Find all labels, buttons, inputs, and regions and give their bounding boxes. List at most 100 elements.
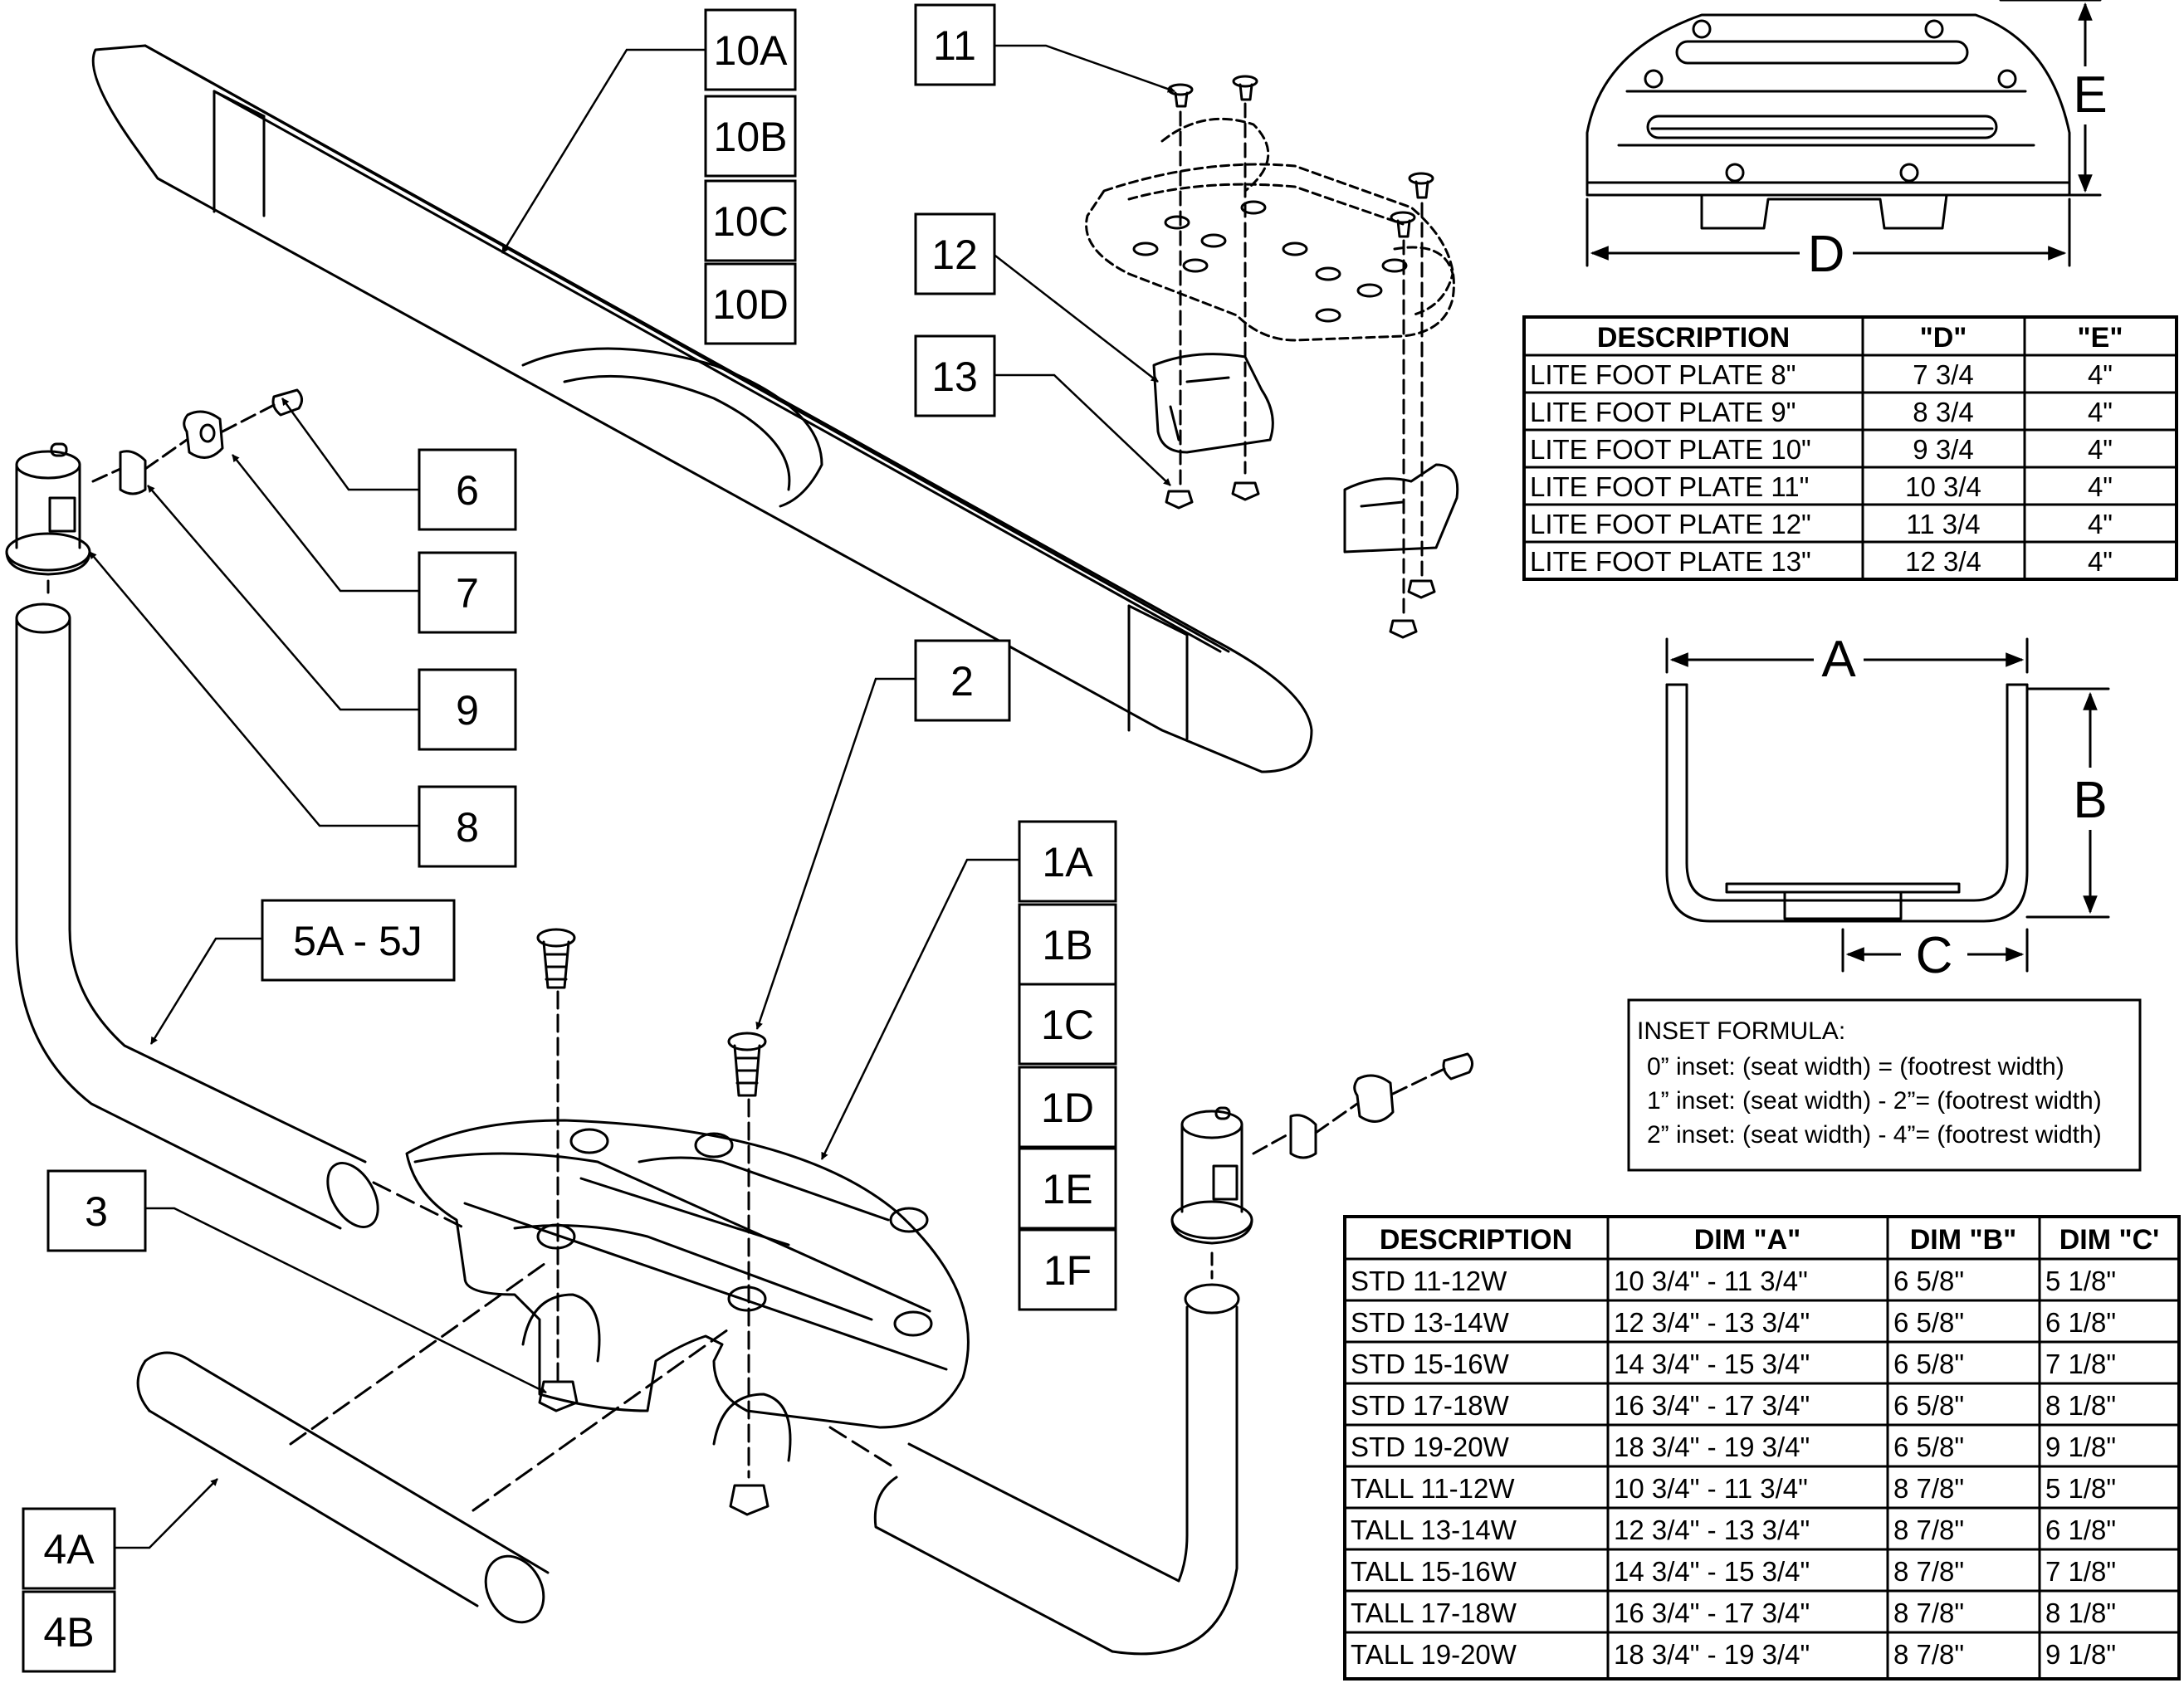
plate-table-cell-description: LITE FOOT PLATE 13" bbox=[1530, 546, 1811, 577]
plate-table-cell-e: 4" bbox=[2088, 509, 2113, 539]
callout-10b: 10B bbox=[714, 114, 788, 160]
callout-box-8 bbox=[418, 785, 517, 868]
dim-table-cell-a: 12 3/4" - 13 3/4" bbox=[1614, 1515, 1810, 1545]
left-receiver-drawing bbox=[5, 388, 303, 599]
callout-11: 11 bbox=[933, 22, 976, 69]
plate-table-header-e: "E" bbox=[2078, 322, 2123, 354]
callout-12: 12 bbox=[931, 232, 978, 278]
callout-box-11 bbox=[914, 3, 996, 86]
dim-table-cell-b: 6 5/8" bbox=[1893, 1390, 1964, 1421]
callout-box-5 bbox=[261, 899, 456, 982]
dim-table-cell-description: STD 19-20W bbox=[1351, 1432, 1510, 1462]
dim-table-cell-b: 8 7/8" bbox=[1893, 1473, 1964, 1504]
plate-table-cell-description: LITE FOOT PLATE 12" bbox=[1530, 509, 1811, 539]
callout-8: 8 bbox=[456, 804, 479, 851]
callout-box-10b bbox=[704, 95, 797, 178]
callout-1a: 1A bbox=[1042, 839, 1093, 885]
dim-table-cell-a: 16 3/4" - 17 3/4" bbox=[1614, 1598, 1810, 1628]
dim-table-cell-c: 5 1/8" bbox=[2045, 1266, 2116, 1296]
callout-box-4a bbox=[22, 1507, 116, 1590]
bracket-assembly-drawing bbox=[1085, 75, 1459, 639]
callout-box-4b bbox=[22, 1590, 116, 1673]
callout-box-1a bbox=[1018, 820, 1117, 903]
dim-table-cell-a: 10 3/4" - 11 3/4" bbox=[1614, 1473, 1808, 1504]
callout-9: 9 bbox=[456, 687, 479, 734]
dim-table-cell-a: 16 3/4" - 17 3/4" bbox=[1614, 1390, 1810, 1421]
dim-table-cell-description: TALL 17-18W bbox=[1351, 1598, 1517, 1628]
plate-table-cell-e: 4" bbox=[2088, 397, 2113, 427]
dim-table-cell-c: 9 1/8" bbox=[2045, 1639, 2116, 1670]
plate-table-cell-e: 4" bbox=[2088, 471, 2113, 502]
dim-table-cell-c: 8 1/8" bbox=[2045, 1598, 2116, 1628]
dim-table-cell-b: 8 7/8" bbox=[1893, 1639, 1964, 1670]
callout-box-3 bbox=[46, 1169, 147, 1252]
dim-label-d: D bbox=[1808, 226, 1845, 283]
plate-table-cell-d: 10 3/4 bbox=[1905, 471, 1981, 502]
callout-10d: 10D bbox=[712, 281, 789, 328]
callout-box-10d bbox=[704, 262, 797, 345]
dim-table-cell-c: 7 1/8" bbox=[2045, 1349, 2116, 1379]
plate-table-cell-d: 12 3/4 bbox=[1905, 546, 1981, 577]
callout-box-9 bbox=[418, 668, 517, 751]
dim-label-b: B bbox=[2073, 772, 2107, 829]
callout-7: 7 bbox=[456, 570, 479, 617]
callout-box-1f bbox=[1018, 1228, 1117, 1311]
right-hanger-tube-drawing bbox=[828, 1251, 1240, 1656]
dim-table-cell-a: 18 3/4" - 19 3/4" bbox=[1614, 1639, 1810, 1670]
dim-table-cell-description: TALL 19-20W bbox=[1351, 1639, 1517, 1670]
dim-table-cell-description: STD 17-18W bbox=[1351, 1390, 1510, 1421]
callout-10c: 10C bbox=[712, 198, 789, 245]
inset-formula-line: 0” inset: (seat width) = (footrest width… bbox=[1647, 1053, 2064, 1081]
dim-label-e: E bbox=[2073, 66, 2107, 124]
callout-3: 3 bbox=[85, 1188, 108, 1235]
plate-table-cell-description: LITE FOOT PLATE 10" bbox=[1530, 434, 1811, 465]
callout-1e: 1E bbox=[1042, 1166, 1092, 1212]
inset-formula-note: INSET FORMULA: 0” inset: (seat width) = … bbox=[1627, 998, 2142, 1172]
callout-4a: 4A bbox=[43, 1526, 95, 1573]
dim-table-cell-a: 14 3/4" - 15 3/4" bbox=[1614, 1349, 1810, 1379]
callout-13: 13 bbox=[931, 354, 978, 400]
plate-table-cell-d: 8 3/4 bbox=[1913, 397, 1973, 427]
dim-table-cell-a: 12 3/4" - 13 3/4" bbox=[1614, 1307, 1810, 1338]
dim-table-cell-b: 8 7/8" bbox=[1893, 1598, 1964, 1628]
dim-table-cell-description: TALL 11-12W bbox=[1351, 1473, 1515, 1504]
callout-box-1d bbox=[1018, 1066, 1117, 1149]
dim-table-header-c: DIM "C' bbox=[2059, 1224, 2160, 1256]
plate-table-cell-d: 9 3/4 bbox=[1913, 434, 1973, 465]
dim-table-cell-description: STD 11-12W bbox=[1351, 1266, 1507, 1296]
foot-plate-drawing bbox=[405, 1119, 970, 1462]
dim-table-header-description: DESCRIPTION bbox=[1380, 1224, 1572, 1256]
dim-table-header-b: DIM "B" bbox=[1910, 1224, 2017, 1256]
callout-box-6 bbox=[418, 448, 517, 531]
inset-formula-title: INSET FORMULA: bbox=[1637, 1017, 1845, 1045]
dim-table-cell-b: 6 5/8" bbox=[1893, 1266, 1964, 1296]
left-hanger-tube-drawing bbox=[15, 602, 467, 1230]
dim-label-c: C bbox=[1916, 927, 1953, 984]
inset-formula-line: 1” inset: (seat width) - 2”= (footrest w… bbox=[1647, 1087, 2102, 1115]
calf-pad-drawing bbox=[91, 44, 1313, 773]
plate-table-cell-d: 7 3/4 bbox=[1913, 359, 1973, 390]
dim-table-cell-c: 9 1/8" bbox=[2045, 1432, 2116, 1462]
callout-6: 6 bbox=[456, 467, 479, 514]
callout-1f: 1F bbox=[1043, 1247, 1092, 1294]
plate-table-cell-e: 4" bbox=[2088, 359, 2113, 390]
plate-table-cell-description: LITE FOOT PLATE 8" bbox=[1530, 359, 1796, 390]
callout-4b: 4B bbox=[43, 1609, 94, 1656]
dim-table-cell-a: 14 3/4" - 15 3/4" bbox=[1614, 1556, 1810, 1587]
plate-table-cell-e: 4" bbox=[2088, 546, 2113, 577]
callout-10a: 10A bbox=[714, 27, 789, 74]
callout-box-7 bbox=[418, 551, 517, 634]
inset-formula-line: 2” inset: (seat width) - 4”= (footrest w… bbox=[1647, 1121, 2102, 1149]
plate-table-cell-description: LITE FOOT PLATE 9" bbox=[1530, 397, 1796, 427]
callout-5a-5j: 5A - 5J bbox=[293, 918, 423, 964]
callout-box-10c bbox=[704, 179, 797, 262]
dim-table-cell-b: 6 5/8" bbox=[1893, 1349, 1964, 1379]
dim-table-cell-b: 8 7/8" bbox=[1893, 1556, 1964, 1587]
plate-table-header-description: DESCRIPTION bbox=[1597, 322, 1790, 354]
dimension-table: DESCRIPTION DIM "A" DIM "B" DIM "C' STD … bbox=[1343, 1215, 2181, 1681]
dim-table-cell-description: STD 15-16W bbox=[1351, 1349, 1510, 1379]
plate-table-cell-description: LITE FOOT PLATE 11" bbox=[1530, 471, 1809, 502]
dim-table-cell-description: TALL 13-14W bbox=[1351, 1515, 1517, 1545]
dim-table-header-a: DIM "A" bbox=[1694, 1224, 1801, 1256]
